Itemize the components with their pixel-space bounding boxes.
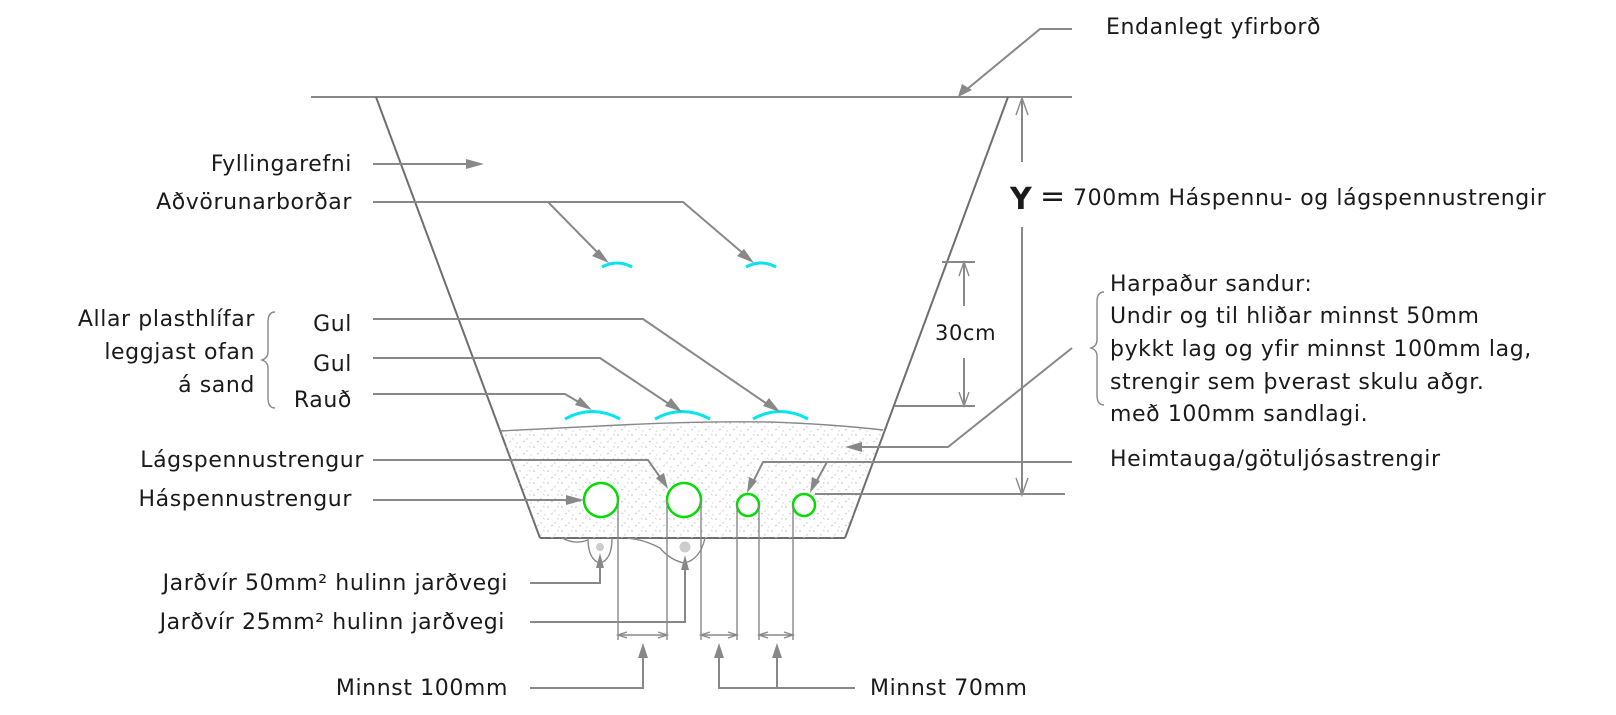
label-cover-red: Rauð [294, 388, 352, 413]
tick-70a-l [698, 631, 711, 639]
cover-yellow-arc-1 [752, 410, 809, 421]
label-y-symbol: Y [1009, 182, 1033, 217]
tick-100-r [657, 631, 670, 639]
leader-low-voltage-cable [373, 459, 663, 481]
arrow-earth-wire-50 [596, 553, 604, 568]
sand-bed [500, 421, 883, 538]
high-voltage-cable [582, 481, 620, 519]
label-earth-wire-50: Jarðvír 50mm² hulinn jarðvegi [161, 571, 508, 596]
arrow-fill-material [466, 159, 484, 169]
label-sand-line3: strengir sem þverast skulu aðgr. [1110, 370, 1484, 395]
label-plastic-covers-line1: Allar plasthlífar [78, 307, 255, 332]
leader-cover-red [373, 393, 583, 405]
label-fill-material: Fyllingarefni [211, 152, 352, 177]
low-voltage-cable [665, 481, 703, 519]
tick-70b-r [783, 631, 796, 639]
service-cable-2 [791, 492, 817, 518]
cover-red-arc [564, 410, 621, 421]
arrow-min-100 [638, 643, 648, 658]
arrow-service-cable-1 [747, 477, 757, 493]
leader-earth-wire-50 [530, 562, 601, 584]
label-earth-wire-25: Jarðvír 25mm² hulinn jarðvegi [158, 610, 505, 635]
leader-min-100 [530, 655, 644, 689]
earth-wire-hump-2 [627, 537, 706, 564]
label-finished-surface: Endanlegt yfirborð [1106, 15, 1321, 40]
label-cover-yellow-2: Gul [313, 352, 352, 377]
warning-tape-1 [601, 261, 633, 269]
brace-sand [1088, 291, 1105, 406]
arrow-warning-tape-2 [737, 249, 754, 263]
spacing-dimensions [615, 500, 796, 640]
warning-tape-2 [745, 261, 777, 269]
leader-service-cable-1 [751, 461, 1072, 485]
leader-min-70-a [718, 655, 855, 689]
label-min-70: Minnst 70mm [870, 676, 1028, 701]
label-service-cables: Heimtauga/götuljósastrengir [1110, 447, 1441, 472]
label-low-voltage-cable: Lágspennustrengur [140, 448, 364, 473]
service-cable-1 [735, 492, 761, 518]
trench-right-wall [844, 96, 1009, 539]
arrow-low-voltage-cable [656, 473, 668, 489]
label-sand-line1: Undir og til hliðar minnst 50mm [1110, 304, 1480, 329]
earth-wire-25-dot [679, 541, 691, 553]
arrow-min-70-a [714, 643, 724, 658]
leader-cover-yellow-2 [373, 357, 673, 407]
label-sand-title: Harpaður sandur: [1110, 272, 1312, 297]
leader-warning-tape-1 [373, 201, 601, 256]
leader-warning-tape-2 [548, 201, 746, 256]
earth-wire-50-dot [596, 543, 604, 551]
label-warning-tapes: Aðvörunarborðar [156, 190, 352, 215]
dim-30cm-arrow-bottom [958, 391, 970, 409]
label-high-voltage-cable: Háspennustrengur [139, 487, 353, 512]
arrow-high-voltage-cable [566, 495, 584, 505]
arrow-warning-tape-1 [592, 249, 609, 263]
cover-yellow-arc-2 [654, 410, 711, 421]
label-min-100: Minnst 100mm [336, 676, 508, 701]
tick-70a-r [727, 631, 740, 639]
leader-finished-surface [959, 28, 1072, 96]
label-plastic-covers-line3: á sand [178, 373, 255, 398]
arrow-cover-yellow-1 [763, 398, 780, 412]
leader-earth-wire-25 [530, 565, 686, 623]
sand-top-line [499, 421, 884, 432]
arrow-earth-wire-25 [681, 555, 689, 570]
label-dim-30cm: 30cm [935, 321, 996, 345]
label-y-equals: = [1040, 179, 1065, 214]
leader-cover-yellow-1 [373, 318, 771, 407]
dim-30cm-arrow-top [958, 259, 970, 277]
leader-sand [860, 347, 1073, 448]
dim-y-arrow-top [1015, 95, 1029, 116]
arrow-service-cable-2 [810, 477, 820, 493]
label-sand-line2: þykkt lag og yfir minnst 100mm lag, [1110, 337, 1532, 362]
arrow-min-70-b [772, 643, 782, 658]
label-cover-yellow-1: Gul [313, 312, 352, 337]
label-sand-line4: með 100mm sandlagi. [1110, 402, 1368, 427]
arrow-cover-yellow-2 [665, 398, 682, 412]
arrow-finished-surface [958, 84, 972, 97]
label-y-depth: 700mm Háspennu- og lágspennustrengir [1073, 186, 1547, 211]
label-plastic-covers-line2: leggjast ofan [104, 340, 255, 365]
tick-70b-l [756, 631, 769, 639]
arrow-sand [845, 442, 862, 452]
earth-wire-hump-edge [561, 537, 589, 543]
tick-100-l [615, 631, 628, 639]
brace-plastic-covers [259, 311, 276, 409]
arrow-cover-red [575, 397, 592, 410]
